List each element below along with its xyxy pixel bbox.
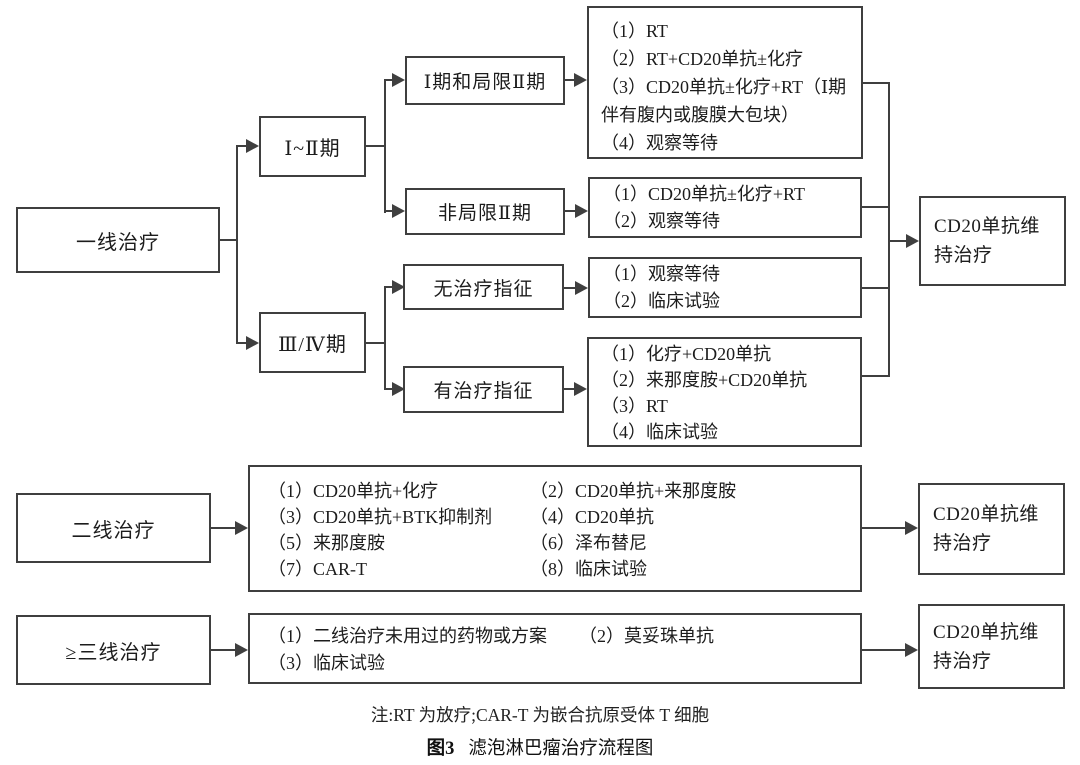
option-line: （2）CD20单抗+来那度胺 bbox=[530, 481, 737, 501]
option-item: （1）二线治疗未用过的药物或方案 bbox=[268, 626, 547, 646]
caption-label: 图3 bbox=[426, 739, 455, 759]
connector-line bbox=[386, 210, 394, 212]
option-line: （2）来那度胺+CD20单抗 bbox=[601, 370, 808, 390]
connector-line bbox=[862, 527, 906, 529]
option-line: （1）观察等待 bbox=[603, 263, 720, 284]
option-line: （4）观察等待 bbox=[601, 133, 718, 153]
arrowhead-icon bbox=[235, 521, 248, 535]
option-line: （3）CD20单抗+BTK抑制剂 bbox=[268, 507, 493, 527]
connector-line bbox=[238, 342, 249, 344]
connector-line bbox=[220, 239, 238, 241]
options-box-has-indication: （1）化疗+CD20单抗 （2）来那度胺+CD20单抗 （3）RT （4）临床试… bbox=[587, 337, 862, 447]
connector-line bbox=[862, 649, 906, 651]
options-box-stage1-limited2: （1）RT （2）RT+CD20单抗±化疗 （3）CD20单抗±化疗+RT（Ⅰ期… bbox=[587, 6, 863, 159]
option-line: （3）CD20单抗±化疗+RT（Ⅰ期伴有腹内或腹膜大包块） bbox=[601, 77, 847, 125]
option-line: （1）二线治疗未用过的药物或方案 （2）莫妥珠单抗 bbox=[268, 623, 850, 650]
second-line-options-col1: （1）CD20单抗+化疗 （3）CD20单抗+BTK抑制剂 （5）来那度胺 （7… bbox=[268, 478, 492, 582]
connector-line bbox=[890, 240, 907, 242]
option-line: （4）CD20单抗 bbox=[530, 507, 655, 527]
connector-line bbox=[565, 79, 575, 81]
arrowhead-icon bbox=[246, 336, 259, 350]
figure-caption: 图3 滤泡淋巴瘤治疗流程图 bbox=[0, 734, 1080, 760]
option-line: （7）CAR-T bbox=[268, 559, 367, 579]
connector-line bbox=[860, 375, 890, 377]
connector-line bbox=[386, 79, 394, 81]
node-stage1-limited2: Ⅰ期和局限Ⅱ期 bbox=[405, 56, 565, 105]
connector-line bbox=[384, 79, 386, 213]
arrowhead-icon bbox=[905, 521, 918, 535]
option-line: （4）临床试验 bbox=[601, 422, 718, 442]
node-third-line: ≥三线治疗 bbox=[16, 615, 211, 685]
connector-line bbox=[386, 286, 394, 288]
connector-line bbox=[861, 82, 890, 84]
option-line: （2）RT+CD20单抗±化疗 bbox=[601, 49, 803, 69]
arrowhead-icon bbox=[392, 73, 405, 87]
connector-line bbox=[386, 388, 394, 390]
node-no-treatment-indication: 无治疗指征 bbox=[403, 264, 564, 310]
connector-line bbox=[564, 388, 575, 390]
node-second-line: 二线治疗 bbox=[16, 493, 211, 563]
node-maintenance-first-line: CD20单抗维持治疗 bbox=[919, 196, 1066, 286]
option-line: （1）化疗+CD20单抗 bbox=[601, 344, 772, 364]
option-line: （3）临床试验 bbox=[268, 653, 385, 673]
option-line: （8）临床试验 bbox=[530, 559, 647, 579]
arrowhead-icon bbox=[392, 280, 405, 294]
second-line-options-col2: （2）CD20单抗+来那度胺 （4）CD20单抗 （6）泽布替尼 （8）临床试验 bbox=[530, 478, 736, 582]
option-line: （1）CD20单抗±化疗+RT bbox=[603, 183, 805, 204]
node-nonlimited2: 非局限Ⅱ期 bbox=[405, 188, 565, 235]
connector-line bbox=[211, 649, 236, 651]
connector-line bbox=[565, 210, 576, 212]
option-item: （2）莫妥珠单抗 bbox=[579, 626, 714, 646]
option-line: （5）来那度胺 bbox=[268, 533, 385, 553]
connector-line bbox=[860, 206, 890, 208]
arrowhead-icon bbox=[574, 382, 587, 396]
node-maintenance-third-line: CD20单抗维持治疗 bbox=[918, 604, 1065, 689]
arrowhead-icon bbox=[575, 281, 588, 295]
options-box-nonlimited2: （1）CD20单抗±化疗+RT （2）观察等待 bbox=[588, 177, 862, 238]
node-stage-3-4: Ⅲ/Ⅳ期 bbox=[259, 312, 366, 373]
connector-line bbox=[888, 82, 890, 377]
connector-line bbox=[860, 287, 890, 289]
options-box-third-line: （1）二线治疗未用过的药物或方案 （2）莫妥珠单抗 （3）临床试验 bbox=[248, 613, 862, 684]
arrowhead-icon bbox=[235, 643, 248, 657]
option-line: （1）RT bbox=[601, 21, 668, 41]
connector-line bbox=[366, 342, 385, 344]
node-has-treatment-indication: 有治疗指征 bbox=[403, 366, 564, 413]
option-line: （6）泽布替尼 bbox=[530, 533, 647, 553]
option-line: （2）临床试验 bbox=[603, 290, 720, 311]
arrowhead-icon bbox=[392, 382, 405, 396]
figure-note: 注:RT 为放疗;CAR-T 为嵌合抗原受体 T 细胞 bbox=[370, 705, 710, 725]
option-line: （1）CD20单抗+化疗 bbox=[268, 481, 439, 501]
arrowhead-icon bbox=[246, 139, 259, 153]
caption-title: 滤泡淋巴瘤治疗流程图 bbox=[468, 739, 654, 759]
arrowhead-icon bbox=[575, 204, 588, 218]
node-maintenance-second-line: CD20单抗维持治疗 bbox=[918, 483, 1065, 575]
connector-line bbox=[238, 145, 249, 147]
node-first-line: 一线治疗 bbox=[16, 207, 220, 273]
option-line: （3）RT bbox=[601, 396, 668, 416]
connector-line bbox=[366, 145, 385, 147]
arrowhead-icon bbox=[574, 73, 587, 87]
connector-line bbox=[564, 287, 576, 289]
options-box-no-indication: （1）观察等待 （2）临床试验 bbox=[588, 257, 862, 318]
connector-line bbox=[384, 286, 386, 390]
connector-line bbox=[236, 145, 238, 344]
node-stage-1-2: Ⅰ~Ⅱ期 bbox=[259, 116, 366, 177]
connector-line bbox=[211, 527, 236, 529]
arrowhead-icon bbox=[906, 234, 919, 248]
option-line: （2）观察等待 bbox=[603, 210, 720, 231]
options-box-second-line: （1）CD20单抗+化疗 （3）CD20单抗+BTK抑制剂 （5）来那度胺 （7… bbox=[248, 465, 862, 592]
arrowhead-icon bbox=[905, 643, 918, 657]
arrowhead-icon bbox=[392, 204, 405, 218]
